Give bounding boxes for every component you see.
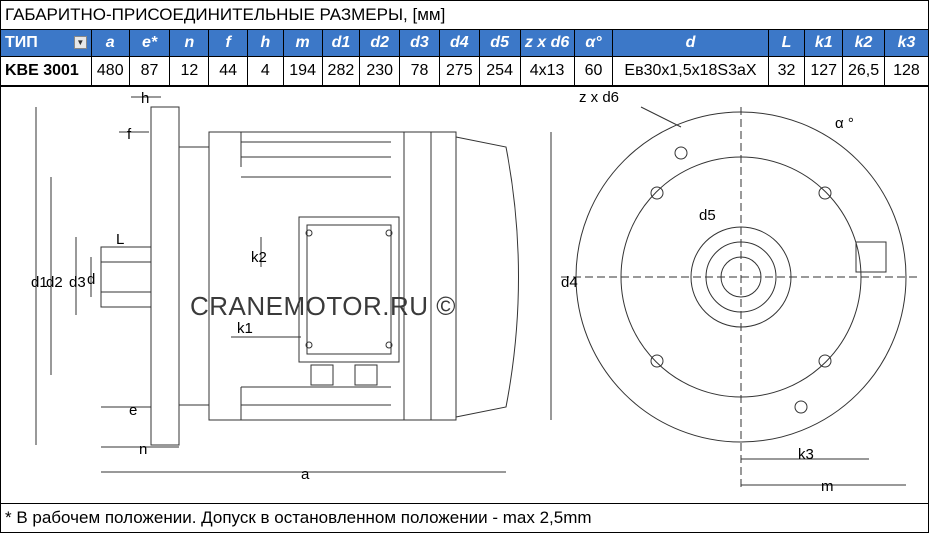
table-row: KBE 3001 480 87 12 44 4 194 282 230 78 2… — [0, 56, 930, 86]
flange — [150, 106, 180, 446]
header-cell: d5 — [478, 29, 521, 57]
page-title: ГАБАРИТНО-ПРИСОЕДИНИТЕЛЬНЫЕ РАЗМЕРЫ, [мм… — [0, 0, 929, 30]
fan-cover — [455, 136, 519, 418]
header-cell: d — [612, 29, 769, 57]
table-cell: 26,5 — [842, 56, 885, 86]
table-cell: 78 — [399, 56, 440, 86]
header-cell: e* — [128, 29, 171, 57]
terminal-box — [298, 216, 400, 363]
table-cell: 194 — [282, 56, 323, 86]
table-cell: 44 — [208, 56, 249, 86]
table-cell: 32 — [767, 56, 806, 86]
table-cell: 230 — [359, 56, 401, 86]
drawing-svg — [35, 96, 921, 487]
header-type[interactable]: ТИП ▼ — [0, 29, 92, 57]
table-cell: 128 — [883, 56, 930, 86]
watermark: CRANEMOTOR.RU © — [190, 291, 456, 321]
table-cell: Eв30x1,5x18S3aX — [612, 56, 769, 86]
table-cell: 87 — [128, 56, 171, 86]
header-cell: k2 — [842, 29, 885, 57]
header-cell: k1 — [804, 29, 844, 57]
header-cell: L — [767, 29, 806, 57]
table-cell: 282 — [321, 56, 361, 86]
filter-dropdown-icon[interactable]: ▼ — [73, 36, 87, 49]
header-cell: d2 — [359, 29, 401, 57]
dimensions-table: ТИП ▼ a e* n f h m d1 d2 d3 d4 d5 z x d6… — [0, 29, 930, 86]
table-cell: 127 — [804, 56, 844, 86]
header-cell: z x d6 — [519, 29, 575, 57]
header-type-label: ТИП — [5, 34, 38, 51]
table-cell: 12 — [169, 56, 210, 86]
header-cell: d1 — [321, 29, 361, 57]
end-view — [561, 106, 921, 487]
table-cell: 60 — [573, 56, 614, 86]
table-cell-type: KBE 3001 — [0, 56, 92, 86]
brake-housing — [403, 131, 457, 421]
footnote: * В рабочем положении. Допуск в остановл… — [0, 503, 929, 533]
header-cell: a — [90, 29, 130, 57]
table-header-row: ТИП ▼ a e* n f h m d1 d2 d3 d4 d5 z x d6… — [0, 29, 930, 57]
header-cell: n — [169, 29, 210, 57]
header-cell: m — [282, 29, 323, 57]
technical-drawing: CRANEMOTOR.RU © h f L d d1 d2 d3 d4 d5 k… — [0, 86, 929, 504]
table-cell: 4 — [247, 56, 284, 86]
header-cell: d3 — [399, 29, 440, 57]
table-cell: 254 — [478, 56, 521, 86]
header-cell: d4 — [438, 29, 480, 57]
table-cell: 275 — [438, 56, 480, 86]
header-cell: k3 — [883, 29, 930, 57]
table-cell: 4x13 — [519, 56, 575, 86]
header-cell: f — [208, 29, 249, 57]
shaft — [100, 246, 152, 308]
table-cell: 480 — [90, 56, 130, 86]
header-cell: α° — [573, 29, 614, 57]
header-cell: h — [247, 29, 284, 57]
